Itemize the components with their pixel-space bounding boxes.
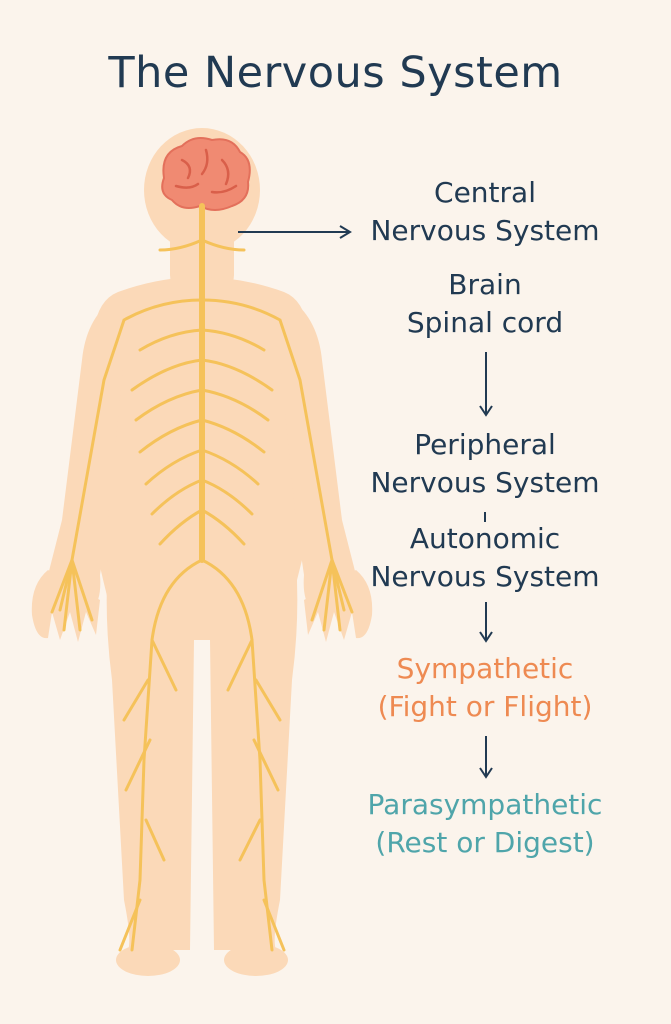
cns-line1: Central bbox=[434, 176, 536, 209]
cns-line2: Nervous System bbox=[370, 214, 600, 247]
spinal-cord-text: Spinal cord bbox=[406, 306, 564, 339]
cns-pointer-arrow bbox=[238, 225, 352, 239]
ans-label: Autonomic Nervous System bbox=[340, 520, 630, 596]
parasympathetic-line2: (Rest or Digest) bbox=[375, 826, 595, 859]
ans-line1: Autonomic bbox=[409, 522, 561, 555]
arrow-down-icon bbox=[479, 736, 493, 779]
arrow-down-icon bbox=[479, 602, 493, 643]
ans-line2: Nervous System bbox=[370, 560, 600, 593]
parasympathetic-label: Parasympathetic (Rest or Digest) bbox=[340, 786, 630, 862]
sympathetic-label: Sympathetic (Fight or Flight) bbox=[340, 650, 630, 726]
sympathetic-line2: (Fight or Flight) bbox=[377, 690, 593, 723]
parasympathetic-line1: Parasympathetic bbox=[367, 788, 603, 821]
brain-text: Brain bbox=[448, 268, 522, 301]
pns-label: Peripheral Nervous System bbox=[340, 426, 630, 502]
brain-icon bbox=[161, 137, 251, 211]
cns-parts-label: Brain Spinal cord bbox=[340, 266, 630, 342]
cns-label: Central Nervous System bbox=[340, 174, 630, 250]
tick-divider bbox=[484, 512, 486, 522]
arrow-down-icon bbox=[479, 352, 493, 417]
nerve-network bbox=[50, 203, 354, 952]
pns-line1: Peripheral bbox=[414, 428, 556, 461]
page-title: The Nervous System bbox=[108, 48, 563, 98]
pns-line2: Nervous System bbox=[370, 466, 600, 499]
sympathetic-line1: Sympathetic bbox=[396, 652, 574, 685]
